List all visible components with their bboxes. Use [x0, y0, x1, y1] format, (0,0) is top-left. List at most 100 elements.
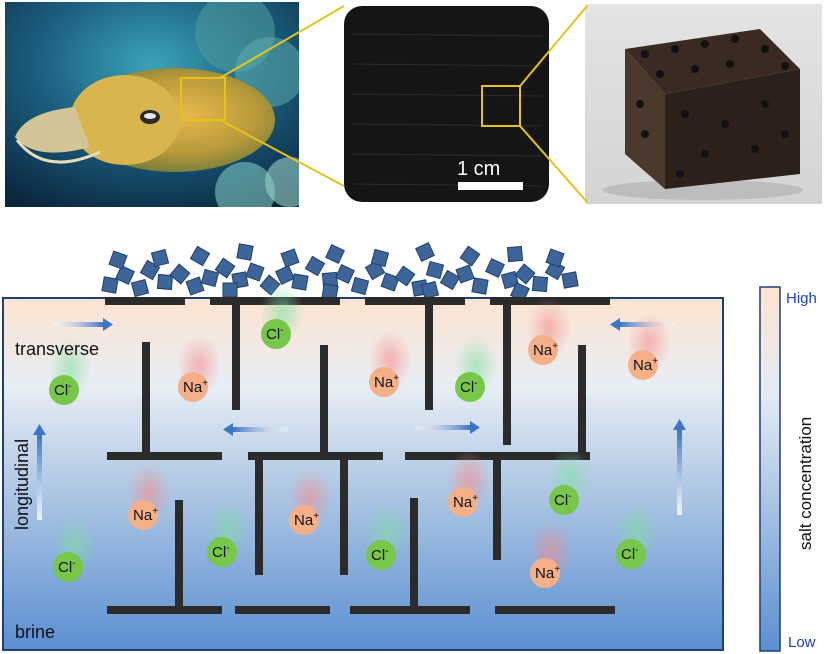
arrow-head: [103, 318, 113, 331]
cl-ion: [207, 537, 237, 567]
salt-crystal: [455, 264, 475, 284]
salt-crystal: [485, 258, 505, 278]
salt-crystal: [415, 242, 435, 262]
arrow-up: [677, 430, 682, 515]
cl-ion: [261, 319, 291, 349]
salt-crystal: [335, 264, 355, 284]
channel-wall: [232, 305, 240, 410]
channel-wall: [410, 498, 418, 610]
channel-wall: [503, 305, 511, 445]
channel-wall: [320, 345, 328, 455]
channel-wall: [248, 452, 383, 460]
salt-crystal: [222, 282, 238, 298]
cl-charge: -: [474, 378, 477, 389]
arrow-left: [233, 427, 288, 432]
arrow-head: [673, 419, 686, 430]
salt-crystal: [439, 269, 461, 291]
cl-ion-label: Cl-: [371, 546, 389, 564]
colorbar-title: salt concentration: [796, 417, 815, 550]
na-charge: +: [393, 373, 399, 384]
cl-charge: -: [72, 558, 75, 569]
salt-crystal: [500, 270, 520, 290]
cl-charge: -: [568, 491, 571, 502]
arrow-right: [53, 322, 103, 327]
salt-crystal: [214, 257, 236, 279]
cl-ion-label: Cl-: [554, 491, 572, 509]
salt-crystal: [394, 265, 416, 287]
channel-wall: [142, 342, 150, 452]
salt-crystals: [101, 242, 579, 302]
salt-concentration-colorbar: High Low salt concentration: [758, 285, 827, 654]
salt-crystal: [380, 272, 400, 292]
na-charge: +: [152, 506, 158, 517]
channel-wall: [175, 500, 183, 610]
cl-ion-label: Cl-: [54, 381, 72, 399]
na-ion-label: Na+: [294, 511, 319, 529]
na-ion-label: Na+: [183, 378, 208, 396]
label-longitudinal: longitudinal: [12, 439, 32, 530]
channel-wall: [105, 297, 185, 305]
cl-ion-label: Cl-: [212, 543, 230, 561]
na-ion: [530, 558, 560, 588]
salt-crystal: [304, 255, 326, 277]
arrow-head: [610, 318, 620, 331]
na-ion: [178, 372, 208, 402]
arrow-head: [470, 421, 480, 434]
cl-ion: [49, 375, 79, 405]
cl-charge: -: [226, 543, 229, 554]
channel-wall: [578, 345, 586, 455]
na-charge: +: [554, 564, 560, 575]
channel-wall: [365, 297, 465, 305]
cl-ion-label: Cl-: [58, 558, 76, 576]
sample-photo: 1 cm: [342, 4, 551, 204]
cl-ion: [616, 539, 646, 569]
salt-crystal: [108, 250, 128, 270]
cl-ion-label: Cl-: [621, 545, 639, 563]
na-ion: [369, 367, 399, 397]
na-ion: [289, 505, 319, 535]
salt-crystal: [245, 262, 265, 282]
salt-crystal: [115, 265, 135, 285]
channel-wall: [235, 606, 330, 614]
salt-crystal: [185, 276, 205, 296]
salt-crystal: [169, 263, 191, 285]
na-ion: [128, 500, 158, 530]
cl-ion: [455, 372, 485, 402]
channel-wall: [493, 460, 501, 560]
cuttlefish-photo: [5, 2, 299, 207]
salt-crystal: [459, 245, 481, 267]
salt-crystal: [561, 271, 579, 289]
channel-wall: [255, 460, 263, 575]
salt-crystal: [291, 273, 309, 291]
cl-ion: [53, 552, 83, 582]
channel-wall: [107, 452, 222, 460]
salt-crystal: [325, 244, 345, 264]
salt-crystal: [280, 248, 300, 268]
salt-crystal: [150, 248, 170, 268]
salt-crystal: [425, 260, 445, 280]
cl-charge: -: [280, 325, 283, 336]
salt-crystal: [506, 245, 524, 263]
salt-crystal: [370, 248, 390, 268]
ions: Na+Na+Na+Na+Na+Na+Na+Na+Cl-Cl-Cl-Cl-Cl-C…: [48, 282, 671, 588]
na-ion: [448, 487, 478, 517]
salt-crystal: [275, 265, 295, 285]
salt-crystal: [531, 275, 549, 293]
salt-transport-diagram: Na+Na+Na+Na+Na+Na+Na+Na+Cl-Cl-Cl-Cl-Cl-C…: [0, 230, 760, 654]
na-charge: +: [313, 511, 319, 522]
salt-crystal: [514, 263, 536, 285]
cl-ion-label: Cl-: [266, 325, 284, 343]
label-brine: brine: [15, 622, 55, 642]
salt-crystal: [471, 277, 489, 295]
channel-wall: [405, 452, 590, 460]
channel-wall: [495, 606, 615, 614]
na-ion-label: Na+: [453, 493, 478, 511]
na-ion-label: Na+: [535, 564, 560, 582]
colorbar-gradient: [759, 286, 781, 652]
scale-bar-label: 1 cm: [457, 158, 501, 180]
colorbar-low-label: Low: [788, 634, 816, 651]
cl-ion-label: Cl-: [460, 378, 478, 396]
na-ion-label: Na+: [633, 356, 658, 374]
salt-crystal: [545, 248, 565, 268]
channel-wall: [425, 305, 433, 410]
